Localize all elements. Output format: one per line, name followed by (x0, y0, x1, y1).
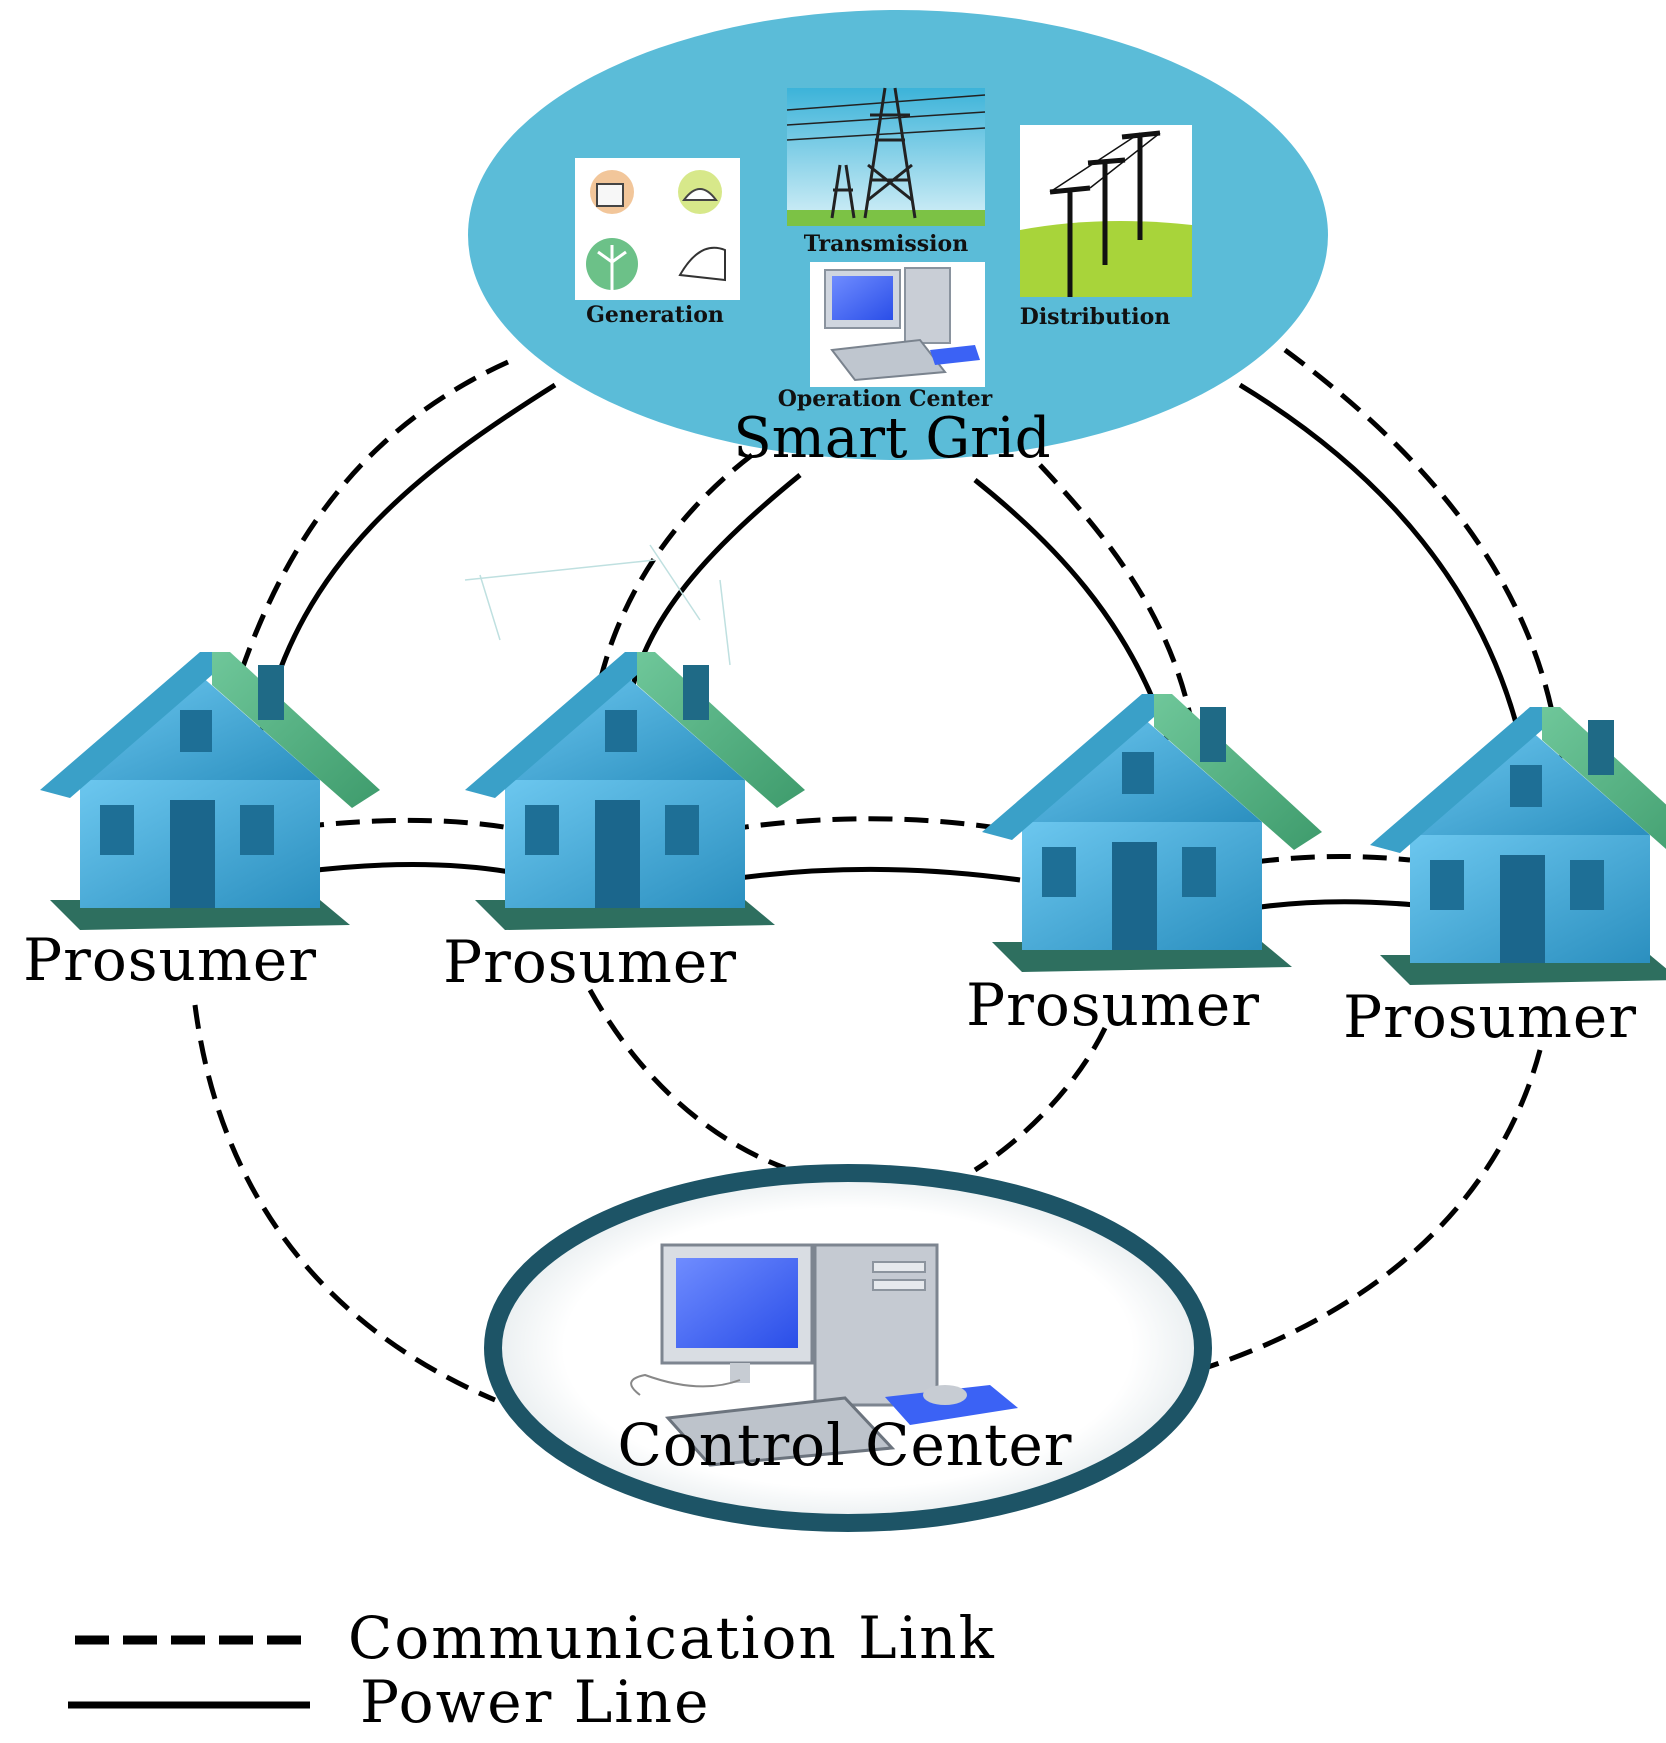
smart-grid-ellipse (468, 10, 1328, 460)
legend-power-label: Power Line (360, 1668, 710, 1736)
prosumer-house-1 (40, 652, 380, 930)
power-line-prosumer-2-3 (724, 867, 1021, 883)
comm-link-prosumer-2-3 (724, 816, 1011, 833)
generation-label: Generation (586, 302, 724, 328)
power-line-grid-prosumer-1 (259, 382, 557, 731)
comm-link-prosumer-2-control (587, 988, 786, 1171)
comm-link-grid-prosumer-1 (232, 359, 510, 691)
prosumer-label-4: Prosumer (1343, 983, 1637, 1051)
transmission-tile: Transmission (786, 87, 986, 257)
comm-link-prosumer-4-control (1204, 1049, 1543, 1371)
prosumer-house-2 (465, 652, 805, 930)
transmission-label: Transmission (804, 231, 968, 257)
legend-comm-label: Communication Link (348, 1604, 996, 1672)
control-center-node: Control Center (484, 1164, 1212, 1532)
computer-icon (630, 1243, 1018, 1467)
legend: Communication Link Power Line (68, 1604, 996, 1736)
comm-link-grid-prosumer-3 (1038, 463, 1198, 741)
transmission-tower-icon (786, 87, 986, 219)
smart-grid-node: Generation Transmission Distribution (468, 10, 1328, 471)
prosumer-house-3 (982, 694, 1322, 972)
prosumer-house-4 (1370, 707, 1666, 985)
distribution-tile: Distribution (1020, 125, 1192, 330)
power-line-prosumer-3-4 (1239, 899, 1416, 913)
utility-pole-icon (1049, 130, 1161, 297)
prosumer-label-3: Prosumer (966, 971, 1260, 1039)
comm-link-prosumer-1-control (192, 1004, 496, 1403)
power-line-grid-prosumer-4 (1238, 382, 1528, 761)
prosumer-label-1: Prosumer (23, 926, 317, 994)
comm-link-grid-prosumer-4 (1283, 347, 1563, 761)
control-center-label: Control Center (617, 1411, 1072, 1479)
smart-grid-title: Smart Grid (733, 406, 1050, 471)
operation-center-label: Operation Center (778, 386, 993, 412)
distribution-label: Distribution (1020, 304, 1171, 330)
computer-icon (824, 267, 980, 382)
operation-center-tile: Operation Center (778, 262, 993, 412)
comm-link-prosumer-3-4 (1254, 853, 1411, 865)
comm-link-prosumer-1-2 (299, 817, 511, 831)
power-line-prosumer-1-2 (299, 862, 511, 875)
comm-link-prosumer-3-control (973, 1026, 1108, 1173)
dam-icon (678, 246, 726, 282)
prosumer-label-2: Prosumer (443, 928, 737, 996)
generation-tile: Generation (575, 158, 740, 328)
